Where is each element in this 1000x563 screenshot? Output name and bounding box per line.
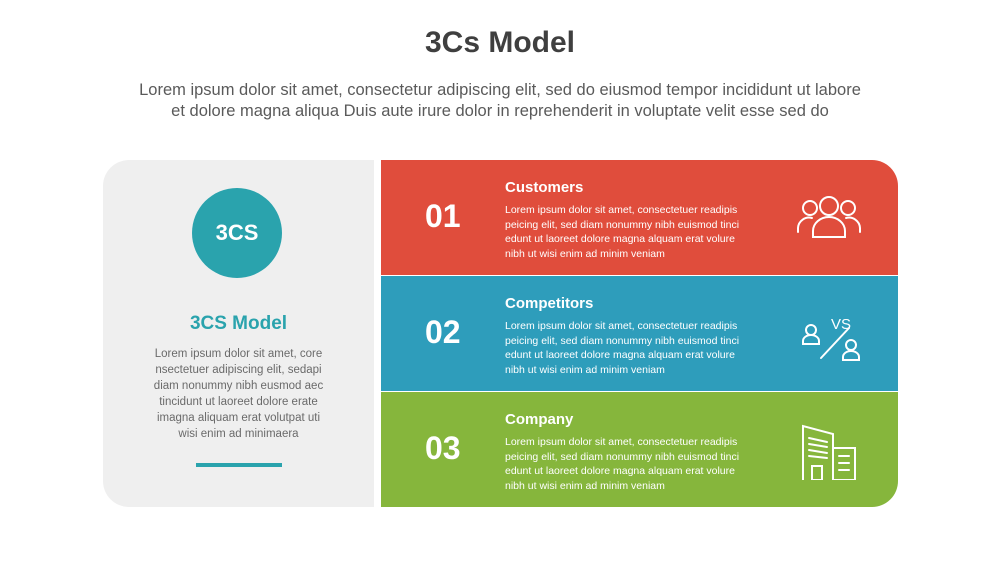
description-line: tincidunt ut laoreet dolore erate — [159, 396, 318, 408]
description-line: Lorem ipsum dolor sit amet, consectetuer… — [505, 204, 738, 216]
page-subtitle: Lorem ipsum dolor sit amet, consectetur … — [50, 80, 950, 122]
item-title: Company — [505, 411, 574, 428]
item-company: 03 Company Lorem ipsum dolor sit amet, c… — [381, 392, 898, 507]
description-line: peicing elit, sed diam nonummy nibh euis… — [505, 450, 740, 463]
subtitle-line: Lorem ipsum dolor sit amet, consectetur … — [139, 81, 861, 99]
item-competitors: 02 Competitors Lorem ipsum dolor sit ame… — [381, 276, 898, 391]
people-group-icon — [793, 192, 865, 248]
item-number: 01 — [425, 198, 461, 234]
description-line: peicing elit, sed diam nonummy nibh euis… — [505, 218, 740, 231]
description-line: nibh ut wisi enim ad minim veniam — [505, 247, 665, 260]
description-line: Lorem ipsum dolor sit amet, core — [154, 348, 323, 360]
item-number: 02 — [425, 314, 461, 350]
description-line: edunt ut laoreet dolore magna alquam era… — [505, 233, 735, 245]
overview-panel: 3CS 3CS Model Lorem ipsum dolor sit amet… — [103, 160, 374, 507]
item-title: Competitors — [505, 295, 594, 312]
subtitle-line: et dolore magna aliqua Duis aute irure d… — [171, 102, 829, 120]
item-description: Lorem ipsum dolor sit amet, consectetuer… — [505, 319, 765, 377]
description-line: imagna aliquam erat volutpat uti — [156, 412, 320, 424]
description-line: wisi enim ad minimaera — [178, 428, 299, 440]
description-line: nibh ut wisi enim ad minim veniam — [505, 363, 665, 376]
description-line: Lorem ipsum dolor sit amet, consectetuer… — [505, 436, 738, 448]
description-line: edunt ut laoreet dolore magna alquam era… — [505, 465, 735, 477]
page-title: 3Cs Model — [424, 26, 576, 59]
description-line: diam nonummy nibh eusmod aec — [153, 380, 324, 392]
model-badge-circle: 3CS — [192, 188, 282, 278]
description-line: peicing elit, sed diam nonummy nibh euis… — [505, 334, 740, 347]
description-line: nibh ut wisi enim ad minim veniam — [505, 479, 665, 492]
versus-people-icon: VS — [793, 308, 865, 364]
overview-description: Lorem ipsum dolor sit amet, core nsectet… — [143, 346, 334, 442]
item-title: Customers — [505, 179, 584, 196]
overview-title: 3CS Model — [189, 313, 288, 334]
accent-divider — [196, 463, 282, 467]
description-line: nsectetuer adipiscing elit, sedapi — [155, 364, 322, 376]
description-line: edunt ut laoreet dolore magna alquam era… — [505, 349, 735, 361]
vs-label: VS — [831, 316, 851, 333]
office-building-icon — [793, 424, 865, 480]
item-description: Lorem ipsum dolor sit amet, consectetuer… — [505, 435, 765, 493]
item-customers: 01 Customers Lorem ipsum dolor sit amet,… — [381, 160, 898, 275]
item-description: Lorem ipsum dolor sit amet, consectetuer… — [505, 203, 765, 261]
description-line: Lorem ipsum dolor sit amet, consectetuer… — [505, 320, 738, 332]
three-cs-list: 01 Customers Lorem ipsum dolor sit amet,… — [381, 160, 898, 507]
item-number: 03 — [425, 430, 461, 466]
